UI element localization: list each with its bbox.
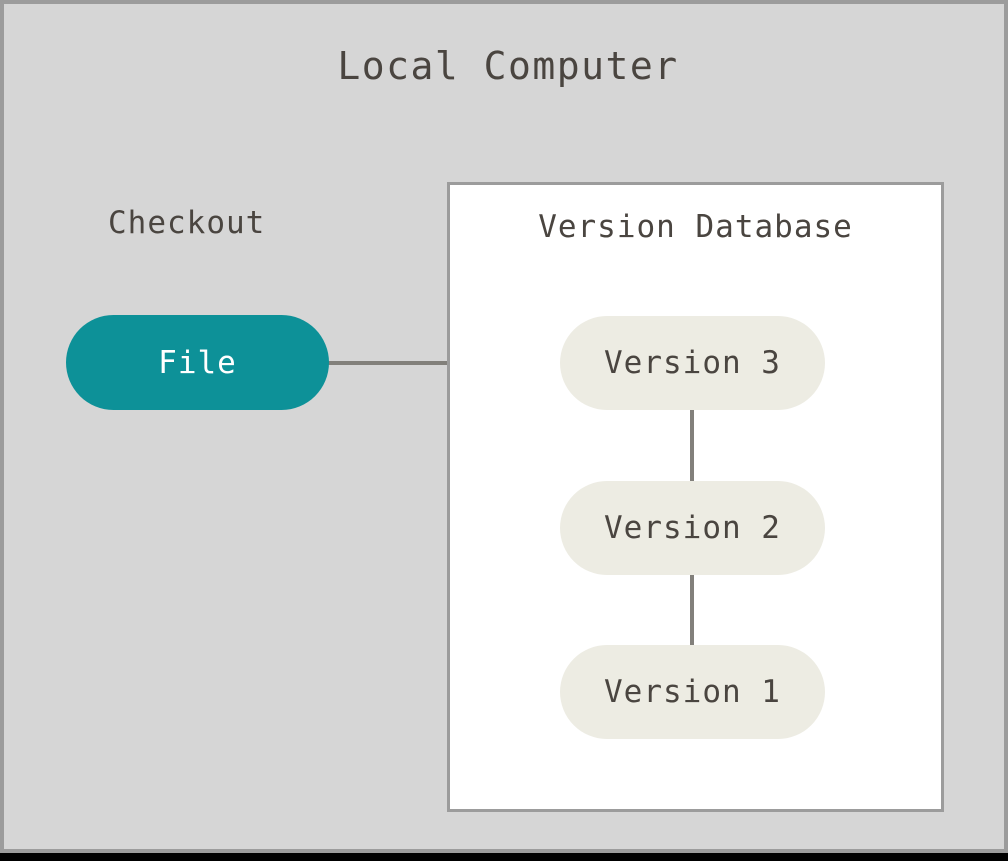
node-version-1[interactable]: Version 1 [560, 645, 825, 739]
checkout-label: Checkout [108, 205, 266, 241]
version-database-title: Version Database [538, 209, 853, 245]
connector-version3-to-version2 [690, 406, 694, 490]
node-version-3[interactable]: Version 3 [560, 316, 825, 410]
node-file[interactable]: File [66, 315, 329, 410]
connector-file-to-version3 [326, 361, 564, 365]
node-version-2[interactable]: Version 2 [560, 481, 825, 575]
node-version-3-label: Version 3 [604, 345, 781, 381]
node-version-2-label: Version 2 [604, 510, 781, 546]
node-file-label: File [158, 344, 237, 381]
page-title: Local Computer [337, 44, 679, 88]
connector-version2-to-version1 [690, 570, 694, 656]
node-version-1-label: Version 1 [604, 674, 781, 710]
